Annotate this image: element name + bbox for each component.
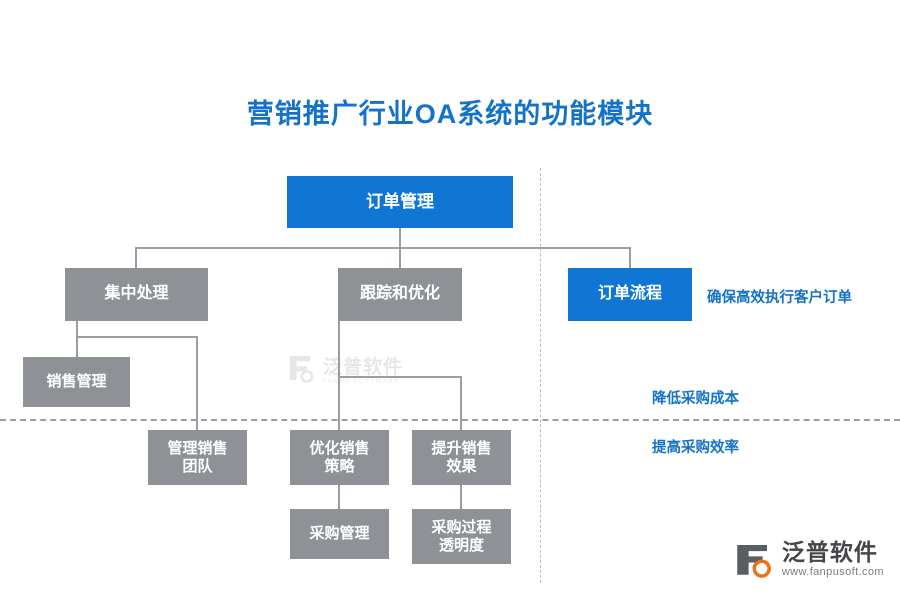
node-order-management[interactable]: 订单管理 bbox=[287, 176, 513, 228]
vertical-dashed-divider bbox=[540, 168, 541, 583]
connector-tracking-branch-h bbox=[338, 376, 461, 378]
node-sales-management[interactable]: 销售管理 bbox=[23, 357, 130, 407]
brand-text: 泛普软件 www.fanpusoft.com bbox=[782, 540, 884, 578]
watermark-brand: 泛普软件 bbox=[323, 356, 404, 378]
connector-to-tracking bbox=[399, 247, 401, 268]
node-order-process[interactable]: 订单流程 bbox=[568, 268, 692, 321]
node-label: 采购过程 透明度 bbox=[431, 518, 492, 554]
center-watermark: 泛普软件 FANPU SOFTWARE bbox=[283, 345, 483, 391]
watermark-subtext: FANPU SOFTWARE bbox=[323, 378, 400, 385]
connector-tracking-down bbox=[338, 321, 340, 430]
node-centralized-processing[interactable]: 集中处理 bbox=[65, 268, 208, 321]
connector-centralized-down bbox=[76, 321, 78, 357]
connector-to-order-process bbox=[629, 247, 631, 268]
node-label: 销售管理 bbox=[46, 373, 107, 391]
connector-to-procurement-management bbox=[338, 485, 340, 509]
side-label-improve-procurement-efficiency: 提高采购效率 bbox=[652, 440, 739, 456]
node-procurement-management[interactable]: 采购管理 bbox=[290, 509, 389, 559]
side-label-ensure-efficient-order-execution: 确保高效执行客户订单 bbox=[707, 290, 852, 306]
connector-centralized-branch-h bbox=[76, 336, 198, 338]
node-tracking-optimization[interactable]: 跟踪和优化 bbox=[338, 268, 462, 321]
node-label: 提升销售 效果 bbox=[431, 439, 492, 475]
brand-name: 泛普软件 bbox=[781, 538, 878, 565]
fanpu-logo-icon bbox=[289, 356, 314, 383]
brand-logo: 泛普软件 www.fanpusoft.com bbox=[732, 538, 884, 580]
node-label: 管理销售 团队 bbox=[167, 439, 228, 475]
side-label-reduce-procurement-cost: 降低采购成本 bbox=[652, 391, 739, 407]
node-manage-sales-team[interactable]: 管理销售 团队 bbox=[148, 430, 247, 485]
connector-to-manage-sales-team bbox=[196, 336, 198, 430]
connector-to-centralized bbox=[135, 247, 137, 268]
watermark-text: 泛普软件 FANPU SOFTWARE bbox=[323, 352, 403, 385]
node-label: 集中处理 bbox=[104, 285, 169, 303]
horizontal-dashed-divider bbox=[0, 419, 900, 421]
page-title: 营销推广行业OA系统的功能模块 bbox=[246, 99, 654, 129]
node-improve-sales-effect[interactable]: 提升销售 效果 bbox=[412, 430, 511, 485]
node-label: 订单流程 bbox=[597, 285, 662, 303]
connector-to-procurement-transparency bbox=[460, 485, 462, 509]
node-label: 采购管理 bbox=[309, 525, 370, 543]
connector-to-improve-sales bbox=[460, 376, 462, 430]
brand-url: www.fanpusoft.com bbox=[781, 566, 884, 579]
node-optimize-sales-strategy[interactable]: 优化销售 策略 bbox=[290, 430, 389, 485]
connector-root-down bbox=[399, 228, 401, 248]
node-label: 跟踪和优化 bbox=[359, 285, 440, 303]
connector-level1-horizontal bbox=[135, 247, 630, 249]
node-label: 订单管理 bbox=[366, 191, 434, 211]
fanpu-logo-icon bbox=[737, 545, 771, 578]
node-procurement-transparency[interactable]: 采购过程 透明度 bbox=[412, 509, 511, 564]
node-label: 优化销售 策略 bbox=[309, 439, 370, 475]
